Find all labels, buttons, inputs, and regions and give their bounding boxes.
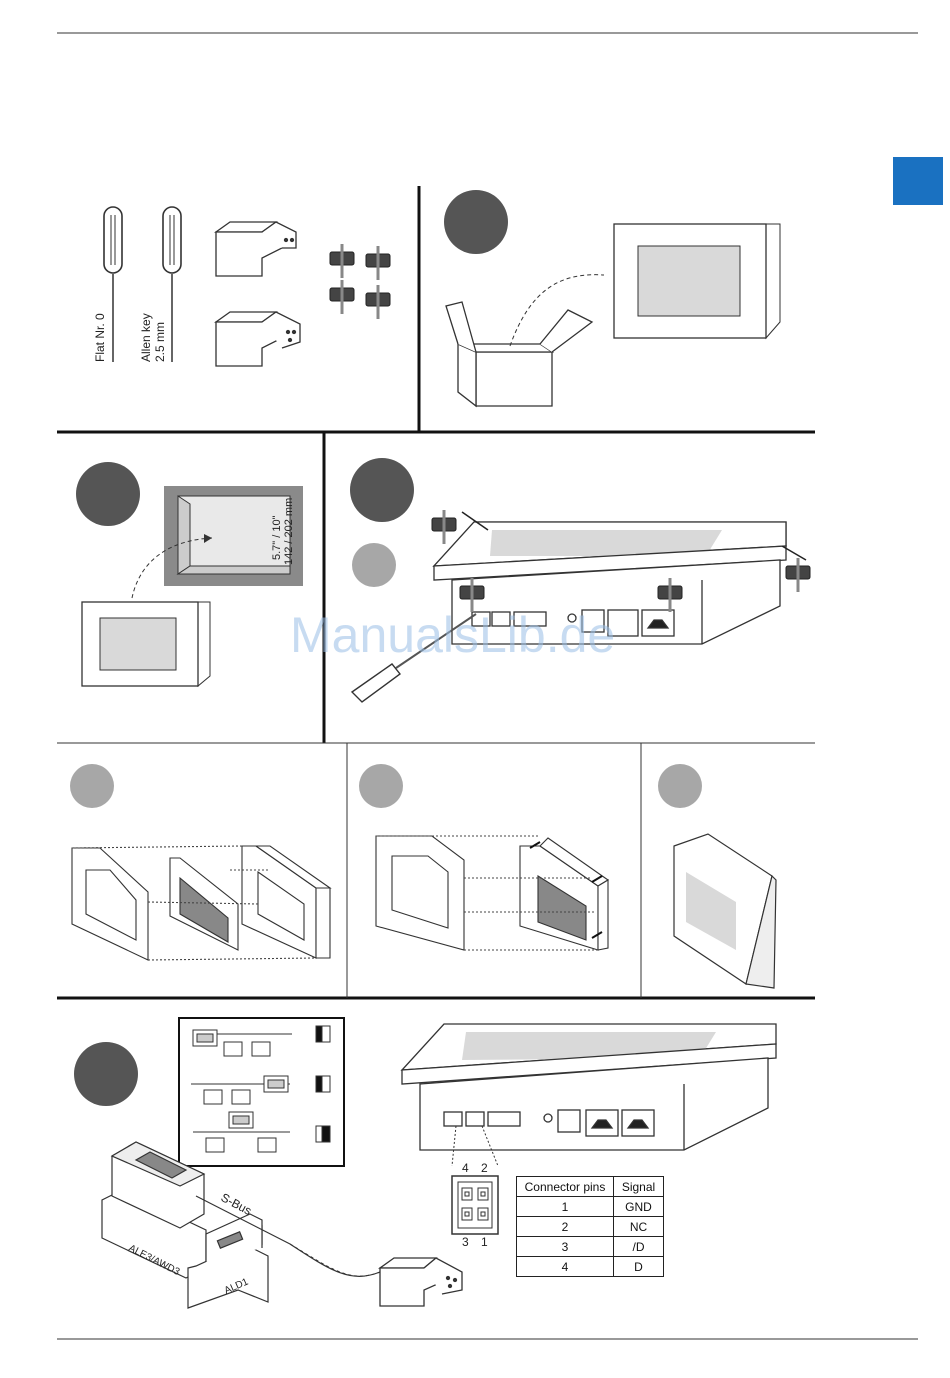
pin-cell: 3 [517, 1237, 614, 1257]
watermark: ManualsLib.de [290, 606, 615, 664]
connector-plug-icon [216, 222, 296, 276]
pin-cell: 1 [517, 1197, 614, 1217]
connector-plug-icon-3 [380, 1258, 462, 1306]
table-header-row: Connector pins Signal [517, 1177, 664, 1197]
connector-plug-icon-2 [216, 312, 300, 366]
frame-assembly-diagram [376, 836, 608, 950]
allen-key-label-line2: 2.5 mm [153, 322, 167, 362]
pin-label-3: 3 [462, 1235, 469, 1249]
pin-signal-table: Connector pins Signal 1 GND 2 NC 3 /D 4 … [516, 1176, 664, 1277]
cutout-size-mm: 142 / 202 mm [283, 498, 295, 565]
step-marker [444, 190, 508, 254]
chapter-tab [893, 157, 943, 205]
step-marker [70, 764, 114, 808]
pin-cell: 4 [517, 1257, 614, 1277]
step-marker [359, 764, 403, 808]
step-marker [74, 1042, 138, 1106]
hmi-panel-rear-view-2 [402, 1024, 776, 1150]
installed-panel-icon [674, 834, 776, 988]
open-box-icon [446, 302, 592, 406]
bus-topology-box [179, 1018, 344, 1166]
signal-cell: D [614, 1257, 664, 1277]
pin-label-4: 4 [462, 1161, 469, 1175]
table-row: 2 NC [517, 1217, 664, 1237]
hmi-panel-icon [82, 602, 210, 686]
step-marker [352, 543, 396, 587]
signal-cell: /D [614, 1237, 664, 1257]
signal-cell: NC [614, 1217, 664, 1237]
hmi-panel-icon [614, 224, 780, 338]
bezel-assembly-diagram [72, 846, 330, 960]
flat-screwdriver-label: Flat Nr. 0 [93, 313, 107, 362]
step-marker [658, 764, 702, 808]
step-marker [76, 462, 140, 526]
signal-cell: GND [614, 1197, 664, 1217]
table-row: 4 D [517, 1257, 664, 1277]
pin-label-1: 1 [481, 1235, 488, 1249]
pin-cell: 2 [517, 1217, 614, 1237]
mounting-clip-icons [330, 244, 390, 319]
column-header-pins: Connector pins [517, 1177, 614, 1197]
allen-key-label-line1: Allen key [139, 313, 153, 362]
pin-label-2: 2 [481, 1161, 488, 1175]
connector-pinout-icon [452, 1176, 498, 1234]
cutout-size-inch: 5.7" / 10" [271, 515, 283, 560]
sbus-label: S-Bus [219, 1190, 254, 1218]
table-row: 1 GND [517, 1197, 664, 1217]
table-row: 3 /D [517, 1237, 664, 1257]
step-marker [350, 458, 414, 522]
column-header-signal: Signal [614, 1177, 664, 1197]
